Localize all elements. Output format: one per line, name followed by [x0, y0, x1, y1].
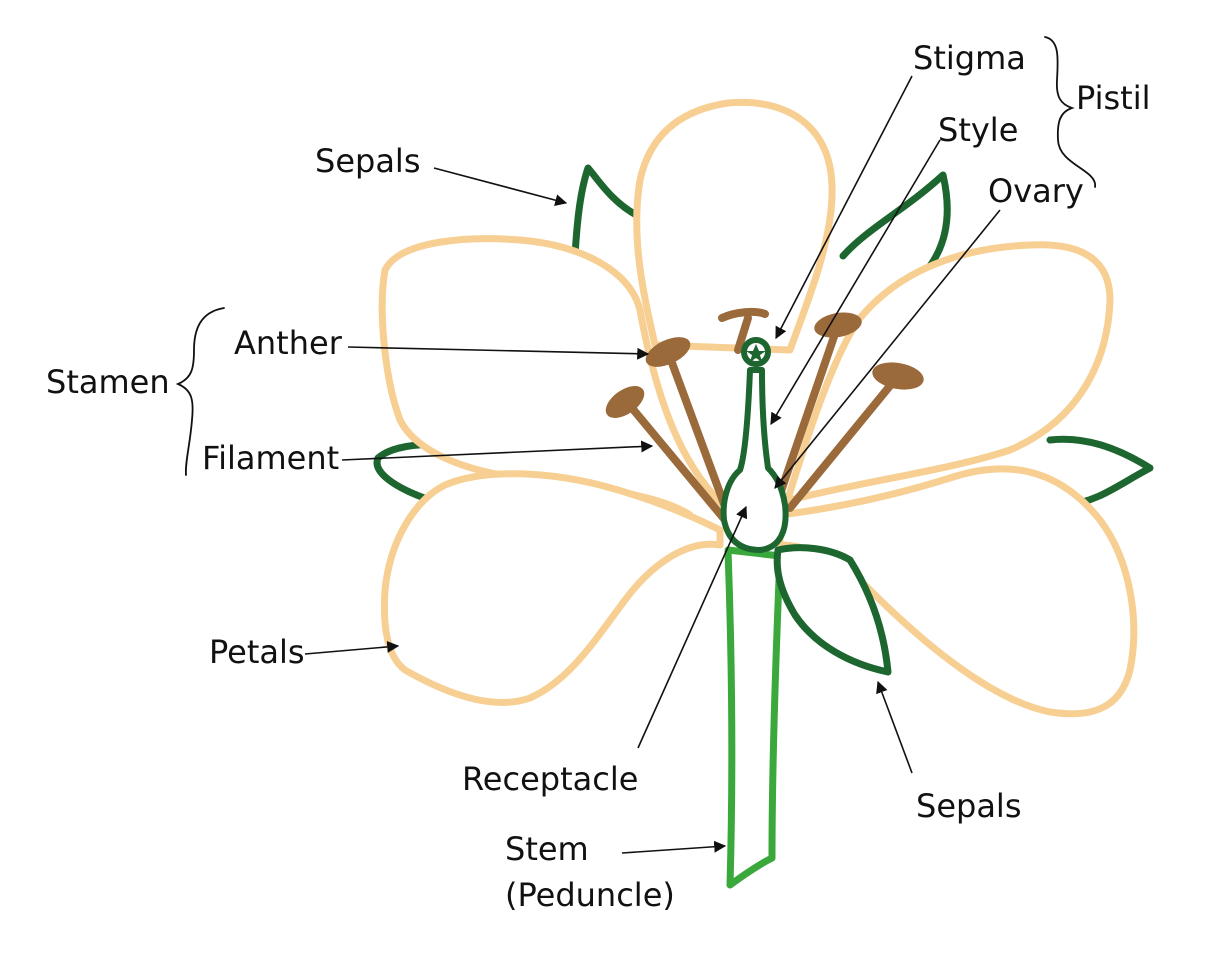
petal-lower-left	[380, 470, 724, 706]
label-receptacle: Receptacle	[462, 760, 638, 798]
receptacle-arrow	[637, 505, 748, 749]
pistil	[720, 337, 789, 553]
petal-upper-right	[782, 241, 1114, 509]
filament-4	[786, 372, 902, 512]
label-filament: Filament	[202, 439, 339, 477]
stigma-star	[746, 344, 766, 362]
sepals-top-arrow	[433, 167, 568, 207]
label-stigma: Stigma	[913, 39, 1026, 77]
filament-arrow	[341, 440, 654, 461]
stem-arrow	[621, 840, 727, 854]
anther-1	[645, 337, 691, 367]
stigma-arrow	[775, 75, 913, 340]
pistil-brace	[1044, 36, 1096, 188]
label-ovary: Ovary	[988, 172, 1084, 210]
anther-5	[718, 307, 769, 322]
petal-top	[633, 98, 836, 354]
petal-lower-right	[776, 465, 1138, 718]
label-pistil: Pistil	[1076, 79, 1150, 117]
label-style: Style	[938, 111, 1018, 149]
stamen-brace	[175, 307, 225, 476]
stem	[724, 546, 784, 889]
anther-arrow	[347, 346, 650, 360]
petals-arrow	[304, 640, 400, 655]
anther-2	[605, 386, 645, 418]
label-petals: Petals	[209, 633, 305, 671]
sepal-right	[1046, 435, 1154, 509]
label-anther: Anther	[234, 324, 343, 362]
label-peduncle: (Peduncle)	[505, 876, 675, 914]
ovary-arrow	[774, 209, 1001, 489]
sepals-bottom-arrow	[876, 680, 913, 774]
sepal-bottom	[773, 544, 892, 676]
filament-1	[664, 348, 734, 524]
petals-group	[378, 98, 1138, 718]
sepal-top-left	[571, 164, 642, 260]
sepal-top-right	[839, 171, 951, 270]
label-stamen: Stamen	[46, 363, 170, 401]
stamens	[605, 307, 924, 524]
ovary-and-style	[720, 367, 789, 553]
anther-4	[872, 362, 924, 390]
label-stem: Stem	[505, 830, 589, 868]
label-sepals-bottom: Sepals	[916, 787, 1021, 825]
filament-2	[623, 398, 729, 524]
style-arrow	[770, 139, 941, 426]
label-sepals-top: Sepals	[315, 142, 420, 180]
filament-5	[734, 314, 752, 354]
